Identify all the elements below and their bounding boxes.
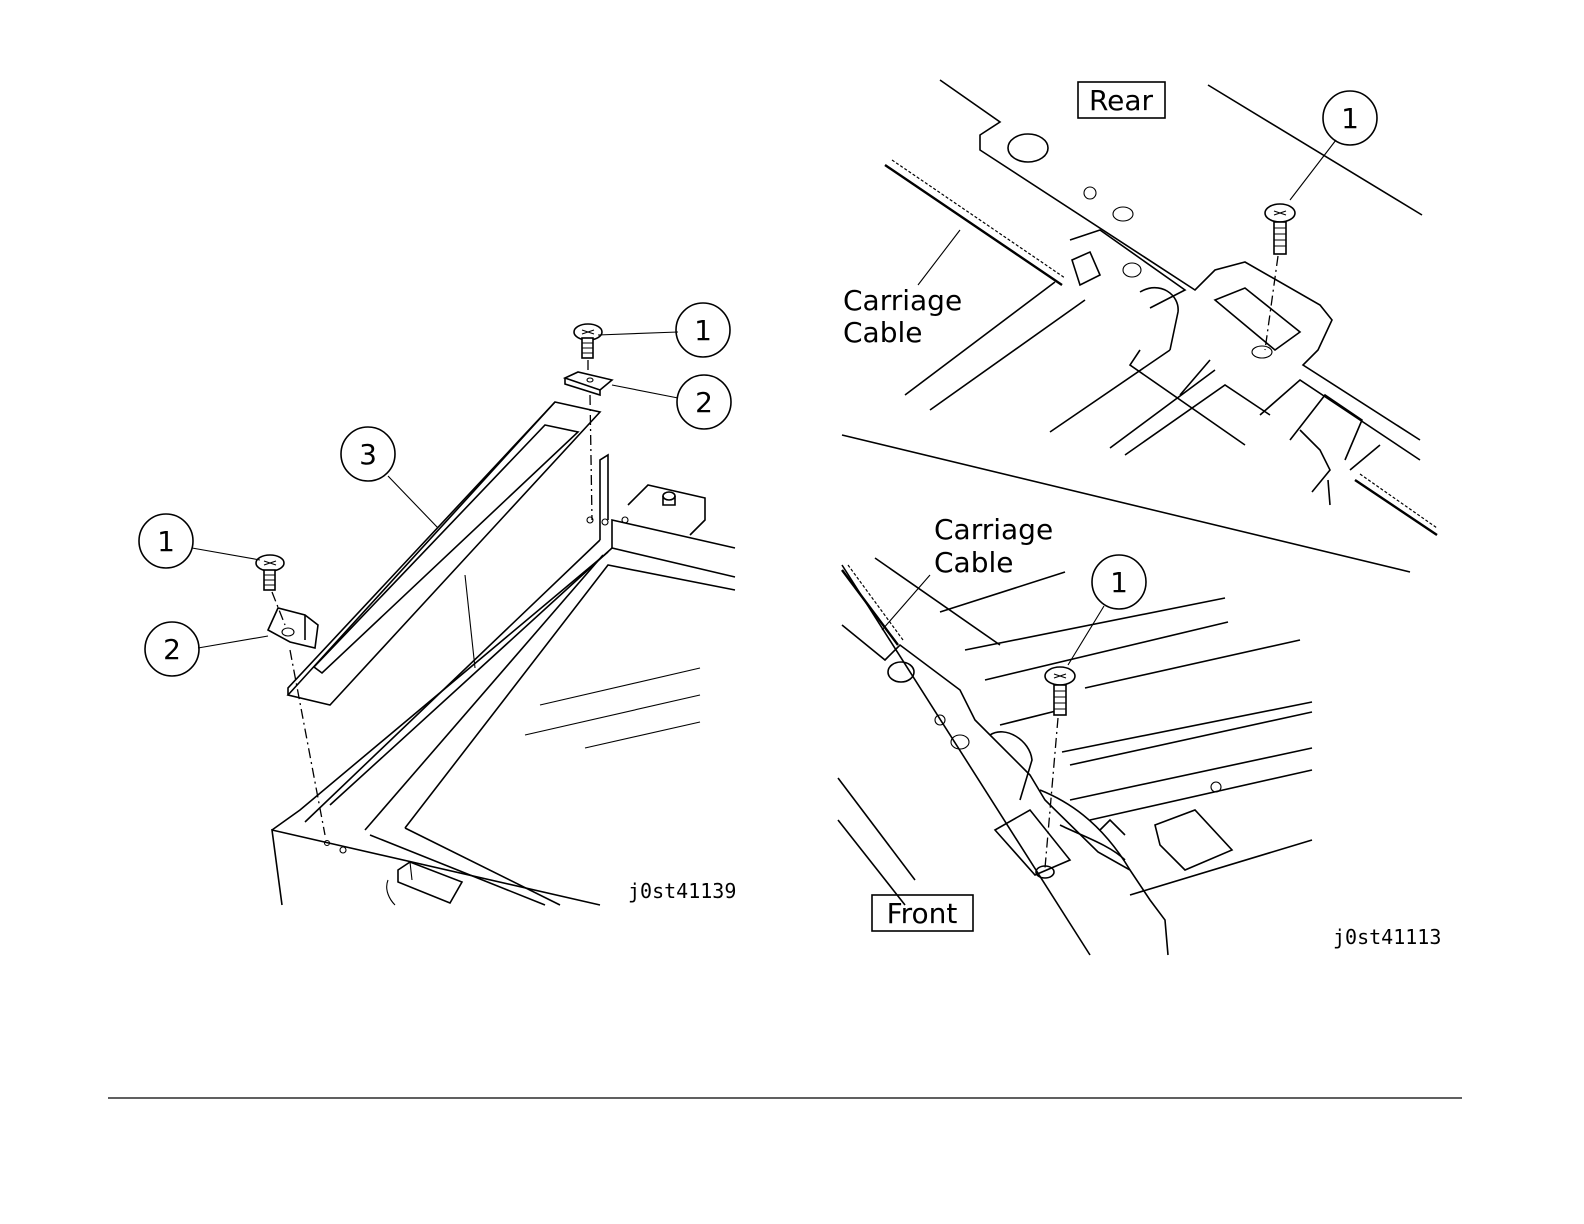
svg-text:1: 1 — [1341, 102, 1359, 135]
right-bottom-figure: 1 Front Carriage Cable j0st41113 — [838, 513, 1441, 955]
callout-1-left: 1 — [139, 514, 193, 568]
svg-text:Front: Front — [887, 897, 958, 930]
top-screw — [574, 324, 602, 358]
left-screw — [256, 555, 284, 590]
front-label: Front — [872, 895, 973, 931]
rear-screw — [1265, 204, 1295, 254]
left-figure: 1 2 3 1 2 j0st41139 — [139, 303, 736, 905]
rear-label: Rear — [1078, 82, 1165, 118]
svg-text:3: 3 — [359, 438, 377, 471]
figure-id-right: j0st41113 — [1333, 925, 1441, 949]
svg-text:2: 2 — [163, 633, 181, 666]
callout-1-top: 1 — [676, 303, 730, 357]
svg-text:1: 1 — [157, 525, 175, 558]
figure-id-left: j0st41139 — [628, 879, 736, 903]
figure-divider — [842, 435, 1410, 572]
glass-strip — [288, 402, 600, 705]
carriage-cable-label-top-line1: Carriage — [843, 284, 962, 317]
left-bracket — [268, 608, 318, 648]
callout-2-left: 2 — [145, 622, 199, 676]
svg-text:2: 2 — [695, 386, 713, 419]
carriage-cable-label-top-line2: Cable — [843, 316, 923, 349]
callout-1-rear: 1 — [1323, 91, 1377, 145]
callout-2-top: 2 — [677, 375, 731, 429]
carriage-cable-label-bottom-line1: Carriage — [934, 513, 1053, 546]
right-top-figure: 1 Rear Carriage Cable — [843, 80, 1437, 535]
svg-text:1: 1 — [694, 314, 712, 347]
svg-text:1: 1 — [1110, 566, 1128, 599]
top-bracket — [565, 372, 612, 395]
callout-3: 3 — [341, 427, 395, 481]
svg-text:Rear: Rear — [1089, 84, 1154, 117]
callout-1-front: 1 — [1092, 555, 1146, 609]
front-screw — [1045, 667, 1075, 715]
carriage-cable-label-bottom-line2: Cable — [934, 546, 1014, 579]
